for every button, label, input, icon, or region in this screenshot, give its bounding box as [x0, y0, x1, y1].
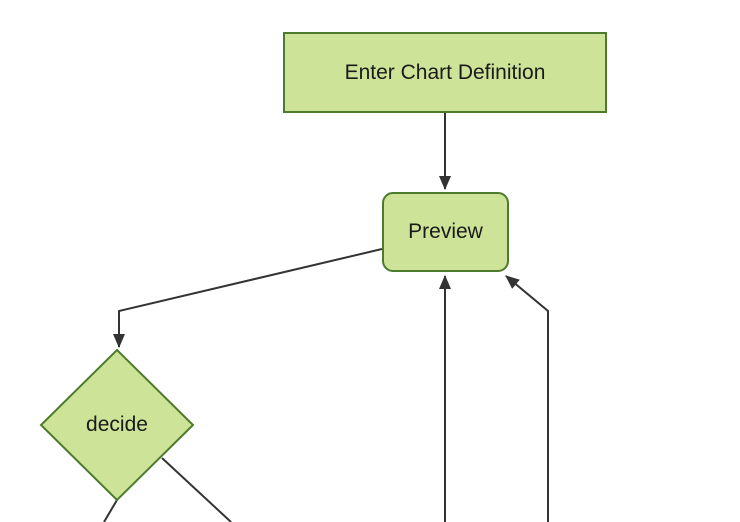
- node-preview-shape: [382, 192, 509, 272]
- edge-decide-to-offscreen-left: [103, 499, 118, 522]
- node-decide-shape: [39, 348, 195, 502]
- node-enter-chart-definition-shape: [283, 32, 607, 113]
- edge-offscreen-right-to-preview: [505, 275, 549, 522]
- edge-decide-to-offscreen-right: [161, 457, 232, 522]
- edge-preview-to-decide: [113, 248, 383, 348]
